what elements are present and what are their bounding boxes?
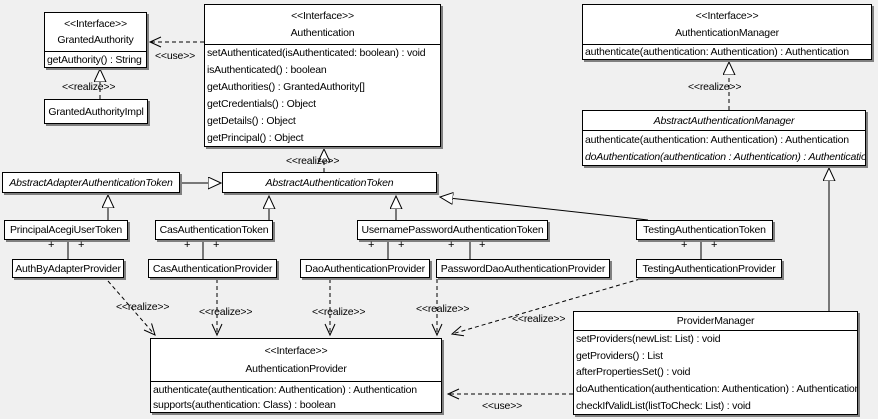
class-name: Authentication: [290, 27, 355, 39]
class-name: AbstractAuthenticationToken: [265, 176, 394, 189]
class-name: TestingAuthenticationToken: [643, 224, 766, 236]
class-username-password-authentication-token: UsernamePasswordAuthenticationToken: [357, 220, 548, 240]
realize-label: <<realize>>: [416, 303, 470, 315]
class-name: PrincipalAcegiUserToken: [9, 224, 123, 236]
class-name: AbstractAdapterAuthenticationToken: [9, 176, 173, 189]
method: authenticate(authentication: Authenticat…: [153, 383, 417, 396]
stereotype: <<Interface>>: [264, 345, 328, 357]
multiplicity-plus: +: [448, 239, 455, 251]
multiplicity-plus: +: [48, 239, 55, 251]
realize-label: <<realize>>: [512, 313, 566, 325]
method: getAuthority() : String: [47, 53, 142, 66]
class-name: PasswordDaoAuthenticationProvider: [440, 262, 606, 275]
class-auth-by-adapter-provider: AuthByAdapterProvider: [12, 259, 124, 278]
realize-label: <<realize>>: [286, 155, 340, 167]
multiplicity-plus: +: [184, 239, 191, 251]
class-testing-authentication-provider: TestingAuthenticationProvider: [636, 259, 782, 278]
class-cas-authentication-token: CasAuthenticationToken: [155, 220, 273, 240]
method: setAuthenticated(isAuthenticated: boolea…: [207, 47, 426, 60]
multiplicity-plus: +: [78, 239, 85, 251]
class-authentication-provider: <<Interface>> AuthenticationProvider aut…: [150, 338, 442, 413]
method: supports(authentication: Class) : boolea…: [153, 398, 336, 411]
class-name: AbstractAuthenticationManager: [653, 114, 795, 127]
method: getPrincipal() : Object: [207, 131, 304, 144]
realize-label: <<realize>>: [312, 306, 366, 318]
class-name: AuthenticationProvider: [245, 363, 347, 375]
stereotype: <<Interface>>: [291, 10, 354, 22]
class-name: GrantedAuthority: [57, 34, 134, 47]
class-abstract-authentication-manager: AbstractAuthenticationManager authentica…: [582, 110, 866, 166]
class-granted-authority-impl: GrantedAuthorityImpl: [44, 99, 148, 124]
use-label: <<use>>: [482, 400, 523, 412]
class-testing-authentication-token: TestingAuthenticationToken: [636, 220, 773, 240]
realize-label: <<realize>>: [62, 81, 116, 93]
class-name: TestingAuthenticationProvider: [642, 262, 776, 275]
stereotype: <<Interface>>: [695, 10, 759, 22]
multiplicity-plus: +: [368, 239, 375, 251]
class-password-dao-authentication-provider: PasswordDaoAuthenticationProvider: [436, 259, 610, 278]
class-abstract-authentication-token: AbstractAuthenticationToken: [222, 172, 437, 193]
class-name: CasAuthenticationProvider: [152, 262, 273, 275]
class-authentication: <<Interface>> Authentication setAuthenti…: [204, 4, 441, 147]
class-authentication-manager: <<Interface>> AuthenticationManager auth…: [582, 4, 872, 60]
multiplicity-plus: +: [213, 239, 220, 251]
realize-authbyadapterprovider: [107, 280, 156, 336]
realize-testingprovider: [450, 278, 641, 337]
multiplicity-plus: +: [479, 239, 486, 251]
method: doAuthentication(authentication: Authent…: [576, 383, 857, 396]
class-cas-authentication-provider: CasAuthenticationProvider: [148, 259, 277, 278]
class-name: GrantedAuthorityImpl: [48, 105, 144, 118]
class-abstract-adapter-authentication-token: AbstractAdapterAuthenticationToken: [2, 172, 180, 193]
use-label: <<use>>: [155, 50, 196, 62]
method: checkIfValidList(listToCheck: List) : vo…: [576, 399, 751, 412]
method: authenticate(authentication: Authenticat…: [585, 133, 849, 146]
class-principal-acegi-user-token: PrincipalAcegiUserToken: [4, 220, 128, 240]
class-name: DaoAuthenticationProvider: [305, 262, 425, 275]
class-name: AuthenticationManager: [675, 27, 779, 39]
method: getCredentials() : Object: [207, 97, 316, 110]
method: getAuthorities() : GrantedAuthority[]: [207, 81, 365, 94]
realize-label: <<realize>>: [116, 301, 170, 313]
multiplicity-plus: +: [711, 239, 718, 251]
method: getProviders() : List: [576, 349, 663, 362]
class-granted-authority: <<Interface>> GrantedAuthority getAuthor…: [44, 12, 147, 68]
method: authenticate(authentication: Authenticat…: [585, 46, 849, 58]
class-name: CasAuthenticationToken: [159, 224, 269, 236]
method: doAuthentication(authentication : Authen…: [585, 150, 865, 163]
realize-label: <<realize>>: [199, 306, 253, 318]
gen-testingtoken-to-abstracttoken: [440, 197, 649, 221]
method: getDetails() : Object: [207, 114, 296, 127]
method: setProviders(newList: List) : void: [576, 333, 721, 346]
class-name: ProviderManager: [676, 315, 755, 327]
multiplicity-plus: +: [398, 239, 405, 251]
class-dao-authentication-provider: DaoAuthenticationProvider: [300, 259, 430, 278]
class-name: UsernamePasswordAuthenticationToken: [361, 224, 544, 236]
stereotype: <<Interface>>: [64, 17, 127, 30]
class-provider-manager: ProviderManager setProviders(newList: Li…: [573, 311, 858, 415]
multiplicity-plus: +: [681, 239, 688, 251]
realize-label: <<realize>>: [688, 81, 742, 93]
class-name: AuthByAdapterProvider: [15, 262, 121, 275]
method: afterPropertiesSet() : void: [576, 366, 691, 379]
method: isAuthenticated() : boolean: [207, 64, 327, 77]
